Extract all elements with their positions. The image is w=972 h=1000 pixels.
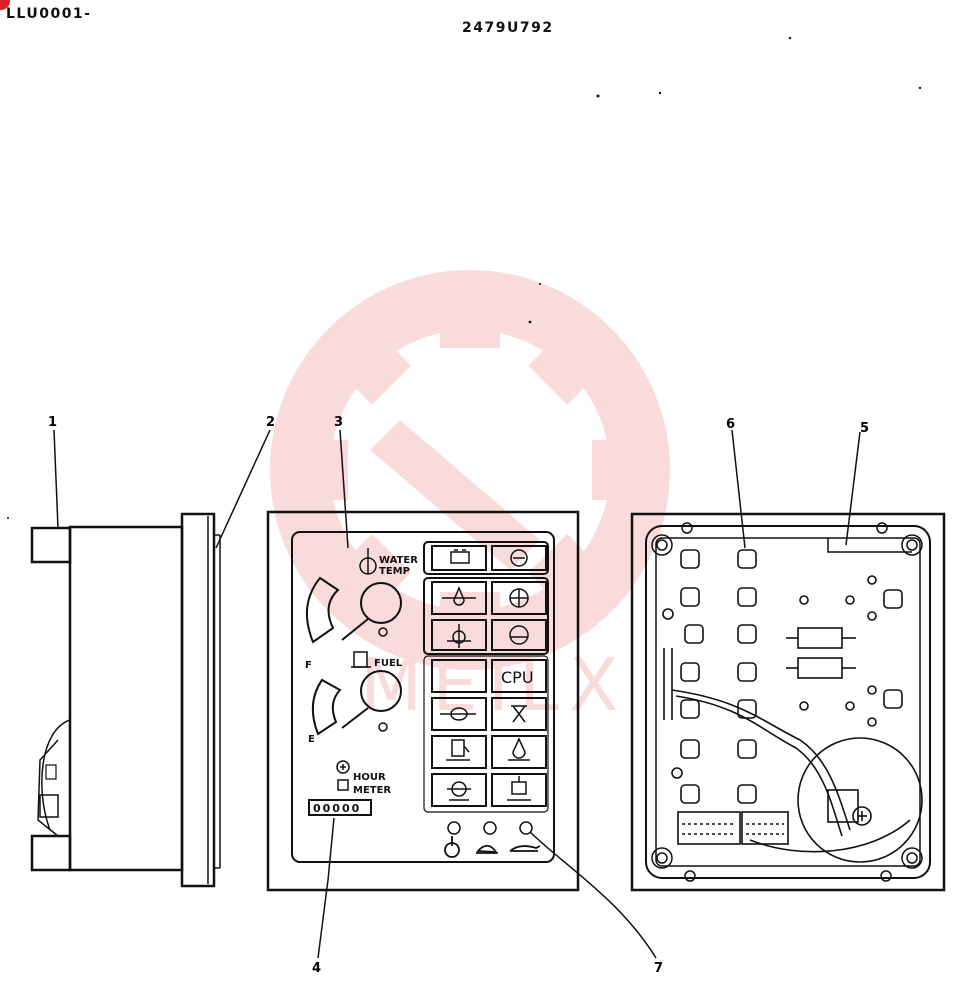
part-1-housing-side	[30, 525, 184, 872]
water-temp-gauge	[305, 548, 402, 644]
document-number: 2479U792	[462, 20, 554, 36]
engine-oil-level-icon	[508, 737, 530, 761]
socket-column-2	[737, 549, 757, 804]
auto-decel-icon	[444, 836, 460, 858]
work-lamp-icon	[511, 705, 527, 723]
oil-pressure-icon	[442, 586, 476, 606]
corner-mark	[0, 0, 10, 10]
hydraulic-pump-icon	[440, 707, 476, 721]
rabbit-icon	[509, 845, 541, 852]
fuel-icon	[446, 739, 470, 761]
water-temp-label-line1: WATER	[379, 555, 418, 566]
hour-meter-label-line1: HOUR	[353, 772, 386, 783]
fuel-pump-icon	[351, 651, 371, 668]
hour-meter	[308, 760, 372, 816]
fuel-label: FUEL	[374, 658, 403, 669]
buzzer	[797, 737, 923, 863]
callout-2: 2	[266, 415, 275, 430]
nuts	[799, 575, 877, 727]
fuel-gauge	[311, 651, 402, 736]
part-5-rear-case	[630, 512, 946, 892]
air-filter-icon	[509, 588, 529, 608]
callout-7: 7	[654, 961, 663, 976]
part-3-monitor-panel: WATER TEMP FUEL F E HOUR METER 00000	[266, 510, 580, 892]
callout-5: 5	[860, 421, 869, 436]
cpu-label: CPU	[501, 668, 534, 687]
leader-lines	[53, 429, 861, 959]
warning-lamp-grid	[423, 541, 549, 813]
watermark: MEILX	[270, 270, 670, 727]
part-6-lamp-sockets	[662, 549, 923, 863]
wire-harness	[663, 648, 911, 853]
watermark-text: MEILX	[360, 643, 628, 727]
document-code: LLU0001-	[6, 6, 92, 22]
part-5-cover-plate	[827, 538, 912, 553]
callout-3: 3	[334, 415, 343, 430]
callout-6: 6	[726, 417, 735, 432]
hydraulic-oil-temp-icon	[509, 625, 529, 645]
thermometer-icon	[359, 548, 377, 575]
callout-1: 1	[48, 415, 57, 430]
resistors	[786, 627, 856, 679]
battery-icon	[450, 549, 470, 564]
connectors	[677, 811, 789, 845]
mode-indicator-lamps	[447, 821, 533, 835]
coolant-level-icon	[447, 624, 471, 648]
air-cleaner-icon	[447, 781, 471, 801]
mounting-screws	[651, 522, 923, 882]
callout-4: 4	[312, 961, 321, 976]
socket-column-1	[680, 549, 704, 804]
fuel-empty-mark: E	[308, 734, 315, 745]
fuel-full-mark: F	[305, 660, 312, 671]
radiator-water-level-icon	[507, 776, 531, 801]
part-2-frame	[180, 512, 221, 888]
scan-specks	[7, 36, 922, 519]
hour-meter-label-line2: METER	[353, 785, 391, 796]
water-temp-label-line2: TEMP	[379, 566, 410, 577]
hour-meter-digits: 00000	[313, 802, 361, 815]
turtle-icon	[476, 844, 498, 854]
charge-icon	[510, 549, 528, 567]
